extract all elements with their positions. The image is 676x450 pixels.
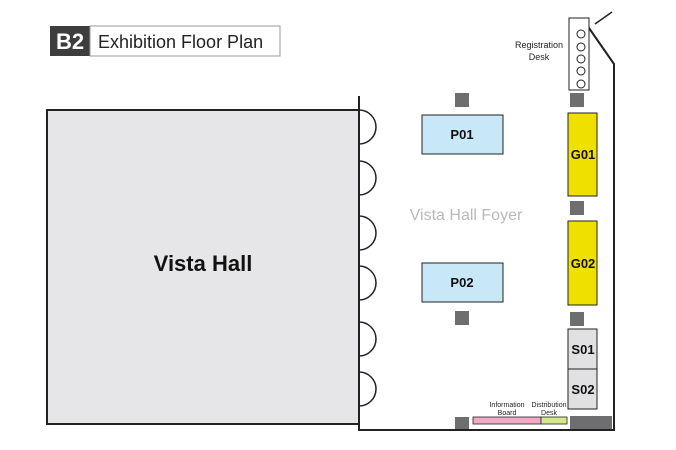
pillar	[570, 416, 612, 429]
pillar	[455, 417, 469, 429]
entrance-wall	[594, 11, 613, 25]
pillar	[570, 312, 584, 326]
foyer-label: Vista Hall Foyer	[410, 207, 523, 224]
pillar	[570, 201, 584, 215]
foyer-wall	[358, 17, 615, 431]
pillar	[455, 93, 469, 107]
booth-s02[interactable]	[567, 368, 598, 410]
booth-p01[interactable]	[421, 114, 504, 155]
booth-g02-label: G02	[571, 256, 596, 271]
distribution-desk[interactable]	[540, 416, 568, 425]
registration-seats	[576, 29, 586, 89]
booth-p01-label: P01	[450, 127, 473, 142]
information-board[interactable]	[472, 416, 542, 425]
pillars	[455, 93, 612, 429]
distribution-desk-label-line2: Desk	[541, 410, 557, 417]
booth-g01-label: G01	[571, 147, 596, 162]
pillar	[570, 93, 584, 107]
title-box	[89, 25, 281, 57]
registration-desk[interactable]	[568, 17, 590, 91]
page-title: Exhibition Floor Plan	[98, 32, 263, 52]
booth-s01-label: S01	[571, 342, 594, 357]
hall-doors	[358, 109, 377, 407]
information-board-label-line2: Board	[498, 410, 517, 417]
information-board-label-line1: Information	[489, 402, 524, 409]
vista-hall-room	[46, 109, 360, 425]
booth-s01[interactable]	[567, 328, 598, 370]
booth-g01[interactable]	[567, 112, 598, 197]
booth-g02[interactable]	[567, 220, 598, 306]
level-badge-box	[50, 26, 90, 56]
level-badge: B2	[56, 29, 84, 54]
registration-label-line2: Desk	[529, 52, 550, 62]
booth-p02[interactable]	[421, 262, 504, 303]
distribution-desk-label-line1: Distribution	[531, 402, 566, 409]
booth-p02-label: P02	[450, 275, 473, 290]
vista-hall-label: Vista Hall	[154, 251, 253, 276]
pillar	[455, 311, 469, 325]
registration-label-line1: Registration	[515, 40, 563, 50]
booth-s02-label: S02	[571, 382, 594, 397]
